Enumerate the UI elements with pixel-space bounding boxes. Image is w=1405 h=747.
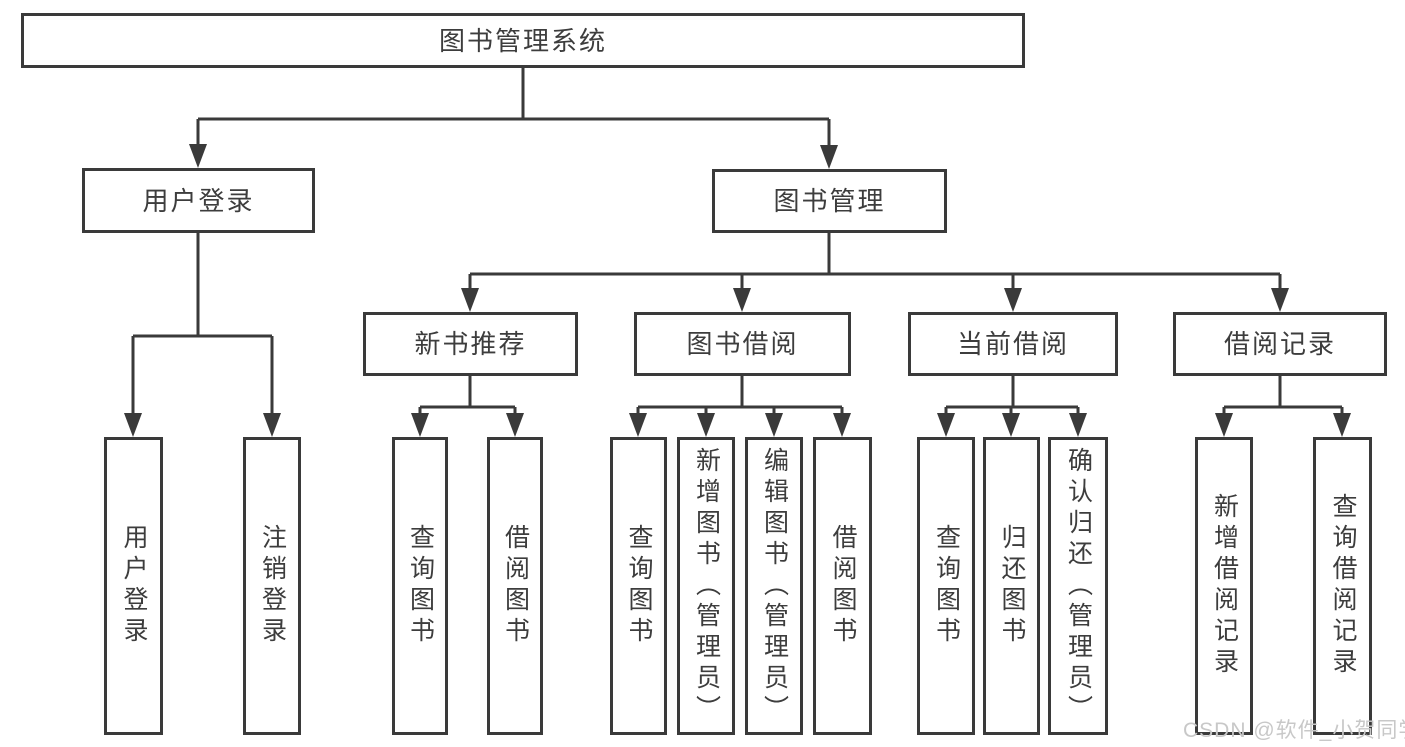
leaf-query-books-borrow: 查询图书 — [610, 437, 667, 735]
node-user-login: 用户登录 — [82, 168, 315, 233]
node-label: 图书借阅 — [686, 329, 799, 359]
node-label: 查询图书 — [625, 524, 653, 648]
leaf-confirm-return-admin: 确认归还（管理员） — [1048, 437, 1108, 735]
leaf-edit-books-admin: 编辑图书（管理员） — [745, 437, 803, 735]
user-login-branch-connector — [124, 233, 281, 437]
node-label: 新书推荐 — [414, 329, 527, 359]
root-branch-connector — [189, 68, 838, 169]
csdn-watermark: CSDN @软件_小贺同学 — [1183, 719, 1405, 742]
leaf-logout: 注销登录 — [243, 437, 301, 735]
node-label: 编辑图书（管理员） — [760, 446, 789, 726]
node-label: 图书管理 — [773, 186, 886, 216]
node-label: 注销登录 — [258, 524, 287, 648]
node-label: 新增借阅记录 — [1210, 493, 1239, 679]
node-label: 借阅记录 — [1223, 329, 1336, 359]
leaf-borrow-books: 借阅图书 — [813, 437, 872, 735]
current-borrow-branch-connector — [937, 376, 1087, 437]
book-borrow-branch-connector — [629, 376, 851, 437]
node-label: 图书管理系统 — [438, 25, 607, 56]
node-borrow-records: 借阅记录 — [1173, 312, 1387, 376]
node-label: 借阅图书 — [829, 524, 857, 648]
node-label: 查询图书 — [406, 524, 435, 648]
leaf-query-borrow-record: 查询借阅记录 — [1313, 437, 1372, 735]
new-book-branch-connector — [411, 376, 524, 437]
leaf-add-borrow-record: 新增借阅记录 — [1195, 437, 1253, 735]
node-current-borrow: 当前借阅 — [908, 312, 1118, 376]
node-book-borrow: 图书借阅 — [634, 312, 851, 376]
leaf-query-books-current: 查询图书 — [917, 437, 975, 735]
node-label: 用户登录 — [142, 185, 255, 216]
node-label: 查询借阅记录 — [1329, 493, 1357, 679]
leaf-borrow-books-recommend: 借阅图书 — [487, 437, 543, 735]
node-label: 查询图书 — [932, 524, 961, 648]
leaf-add-books-admin: 新增图书（管理员） — [677, 437, 735, 735]
borrow-record-branch-connector — [1215, 376, 1351, 437]
node-label: 新增图书（管理员） — [692, 446, 721, 726]
leaf-query-books-recommend: 查询图书 — [392, 437, 448, 735]
node-book-management: 图书管理 — [712, 169, 947, 233]
leaf-user-login: 用户登录 — [104, 437, 163, 735]
node-library-system: 图书管理系统 — [21, 13, 1025, 68]
node-label: 用户登录 — [120, 524, 148, 648]
leaf-return-books: 归还图书 — [983, 437, 1040, 735]
node-label: 归还图书 — [998, 524, 1026, 648]
node-label: 当前借阅 — [956, 329, 1069, 359]
node-label: 确认归还（管理员） — [1064, 446, 1093, 726]
book-management-branch-connector — [461, 233, 1289, 312]
node-label: 借阅图书 — [501, 524, 530, 648]
node-new-book-recommend: 新书推荐 — [363, 312, 578, 376]
